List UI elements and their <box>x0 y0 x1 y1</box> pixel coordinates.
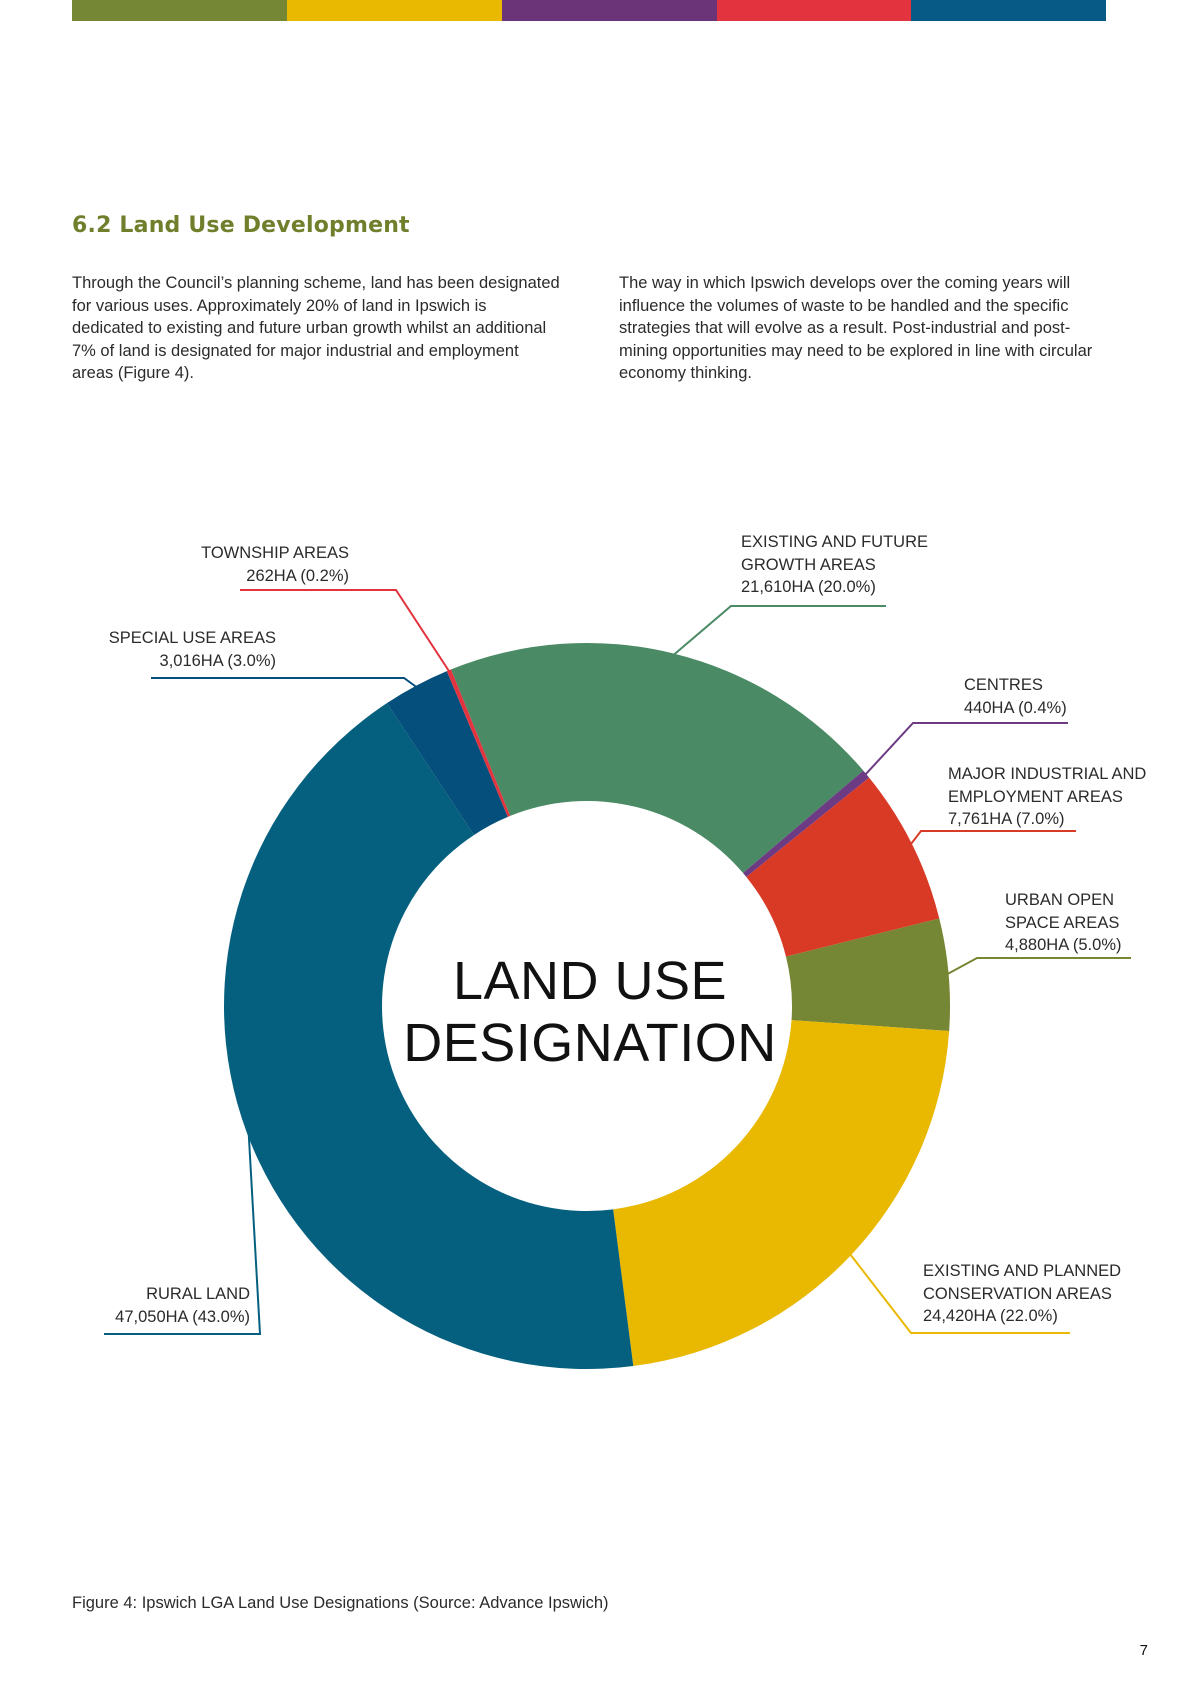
color-bar-segment <box>502 0 718 21</box>
page-number: 7 <box>1139 1642 1148 1659</box>
callout-label: URBAN OPEN <box>1005 891 1115 909</box>
center-label-line: DESIGNATION <box>403 1013 777 1073</box>
callout-label: MAJOR INDUSTRIAL AND <box>948 765 1147 783</box>
color-bar-segment <box>287 0 503 21</box>
callout-value: 21,610HA (20.0%) <box>741 578 876 596</box>
leader-line <box>151 677 418 689</box>
chart-center-label: LAND USE DESIGNATION <box>380 950 800 1074</box>
callout-label: EXISTING AND FUTURE <box>741 533 929 551</box>
callout-centres: CENTRES 440HA (0.4%) <box>964 674 1067 719</box>
callout-growth-areas: EXISTING AND FUTURE GROWTH AREAS 21,610H… <box>741 531 928 599</box>
donut-slice <box>613 1020 950 1367</box>
callout-value: 4,880HA (5.0%) <box>1005 936 1122 954</box>
callout-label: SPECIAL USE AREAS <box>108 629 276 647</box>
color-bar <box>72 0 1106 21</box>
callout-rural: RURAL LAND 47,050HA (43.0%) <box>115 1283 250 1328</box>
callout-township: TOWNSHIP AREAS 262HA (0.2%) <box>201 542 349 587</box>
callout-label: CONSERVATION AREAS <box>923 1284 1112 1303</box>
leader-line <box>863 722 1068 777</box>
color-bar-segment <box>910 0 1106 21</box>
donut-slice <box>446 669 511 817</box>
color-bar-segment <box>72 0 288 21</box>
callout-value: 3,016HA (3.0%) <box>159 651 276 670</box>
leader-line <box>848 1253 1070 1334</box>
context-paragraph: The way in which Ipswich develops over t… <box>619 274 1093 383</box>
donut-slice <box>743 770 870 877</box>
callout-open-space: URBAN OPEN SPACE AREAS 4,880HA (5.0%) <box>1005 889 1121 957</box>
callout-value: 440HA (0.4%) <box>964 698 1067 717</box>
callout-label: CENTRES <box>964 676 1043 694</box>
callout-label: GROWTH AREAS <box>741 555 876 574</box>
callout-label: EXISTING AND PLANNED <box>923 1262 1122 1280</box>
leader-line <box>672 605 886 657</box>
callout-value: 262HA (0.2%) <box>246 566 349 585</box>
callout-industrial: MAJOR INDUSTRIAL AND EMPLOYMENT AREAS 7,… <box>948 763 1146 831</box>
color-bar-segment <box>717 0 911 21</box>
leader-line <box>104 1131 262 1335</box>
callout-value: 7,761HA (7.0%) <box>948 810 1065 828</box>
donut-slice <box>386 671 508 835</box>
donut-slice <box>746 777 940 957</box>
intro-paragraph: Through the Council’s planning scheme, l… <box>72 274 560 383</box>
leader-line <box>240 589 451 673</box>
callout-label: TOWNSHIP AREAS <box>201 544 349 562</box>
section-title: 6.2 Land Use Development <box>72 213 410 238</box>
callout-conservation: EXISTING AND PLANNED CONSERVATION AREAS … <box>923 1260 1121 1328</box>
donut-slice <box>785 918 950 1031</box>
callout-special-use: SPECIAL USE AREAS 3,016HA (3.0%) <box>109 627 276 672</box>
callout-value: 47,050HA (43.0%) <box>115 1307 250 1326</box>
callout-value: 24,420HA (22.0%) <box>923 1307 1058 1325</box>
figure-caption: Figure 4: Ipswich LGA Land Use Designati… <box>72 1594 609 1612</box>
callout-label: SPACE AREAS <box>1005 913 1120 932</box>
callout-label: EMPLOYMENT AREAS <box>948 787 1123 806</box>
donut-slice <box>224 703 634 1369</box>
center-label-line: LAND USE <box>452 951 728 1011</box>
callout-label: RURAL LAND <box>146 1285 250 1303</box>
leader-line <box>946 957 1131 976</box>
donut-slice <box>451 642 864 874</box>
leader-line <box>909 830 1076 846</box>
